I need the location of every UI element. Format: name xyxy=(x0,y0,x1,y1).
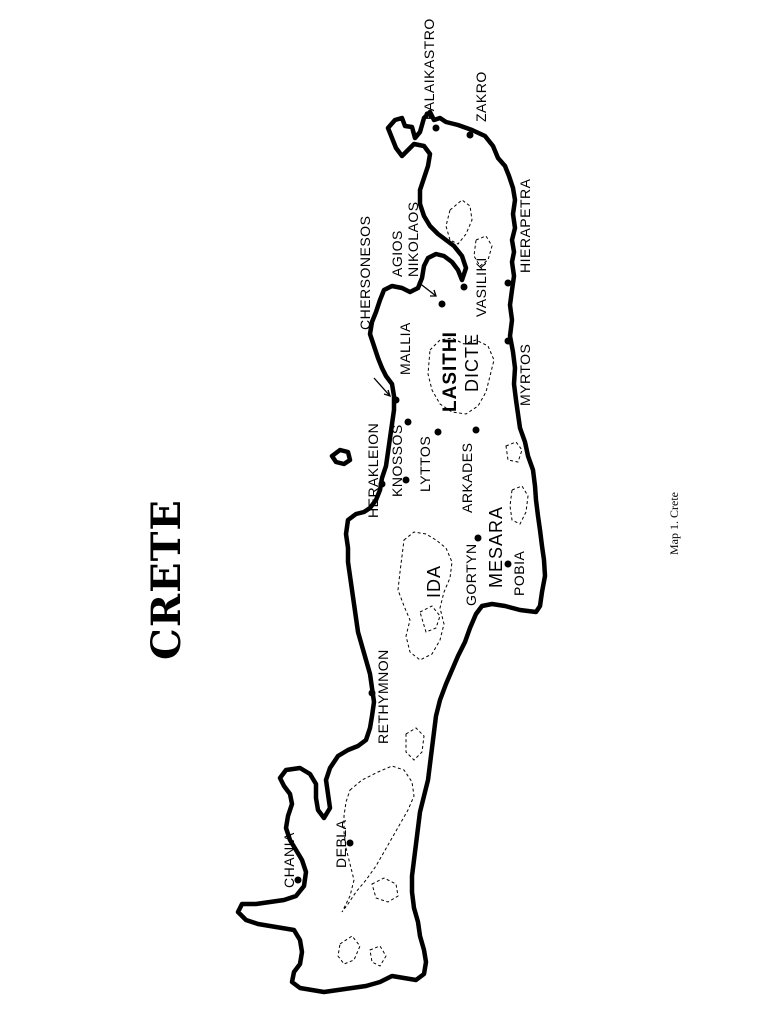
east-hills xyxy=(445,199,473,245)
label-knossos: KNOSSOS xyxy=(389,424,405,497)
knossos-lower-site xyxy=(402,476,410,484)
agios-nikolaos-site xyxy=(438,300,446,308)
dia-island xyxy=(329,447,353,467)
west-hills-3 xyxy=(369,945,387,967)
label-debla: DEBLA xyxy=(333,819,349,868)
label-agios-nikolaos-2: NIKOLAOS xyxy=(405,201,421,277)
label-gortyn: GORTYN xyxy=(463,543,479,606)
myrtos-site xyxy=(504,337,512,345)
hierapetra-site xyxy=(504,279,512,287)
west-hills xyxy=(371,877,399,903)
label-myrtos: MYRTOS xyxy=(517,344,533,406)
label-hierapetra: HIERAPETRA xyxy=(517,178,533,273)
label-palaikastro: PALAIKASTRO xyxy=(421,18,437,120)
label-mallia: MALLIA xyxy=(397,322,413,375)
map-title: CRETE xyxy=(143,499,190,660)
herakleion-site xyxy=(378,480,386,488)
chania-site xyxy=(294,876,302,884)
agios-nikolaos-arrow xyxy=(417,281,437,297)
agios-nikolaos-arrowhead xyxy=(430,289,437,297)
label-zakro: ZAKRO xyxy=(473,71,489,122)
label-vasiliki: VASILIKI xyxy=(473,257,489,317)
label-chania: CHANIA xyxy=(281,832,297,888)
region-lasithi: LASITHI xyxy=(440,331,461,412)
region-dicte: DICTE xyxy=(462,333,482,392)
region-ida: IDA xyxy=(424,565,444,598)
debla-site xyxy=(346,839,354,847)
knossos-site xyxy=(404,418,412,426)
rethymnon-site xyxy=(368,689,376,697)
pobia-site xyxy=(504,560,512,568)
label-rethymnon: RETHYMNON xyxy=(375,649,391,744)
region-mesara: MESARA xyxy=(486,506,506,588)
ida-mountains xyxy=(397,531,453,661)
map-caption: Map 1. Crete xyxy=(667,492,681,555)
chersonesos-arrowhead xyxy=(383,389,392,398)
label-chersonesos: CHERSONESOS xyxy=(357,216,373,330)
label-arkades: ARKADES xyxy=(459,443,475,513)
asterousia-hills xyxy=(505,441,523,463)
mallia-site xyxy=(392,396,400,404)
mesara-hills xyxy=(509,485,529,525)
label-herakleion: HERAKLEION xyxy=(365,423,381,518)
palaikastro-site xyxy=(432,124,440,132)
west-hills-2 xyxy=(337,935,361,965)
lyttos-site xyxy=(434,428,442,436)
white-mountains xyxy=(341,765,415,913)
ida-hills-2 xyxy=(419,605,441,633)
label-agios-nikolaos-1: AGIOS xyxy=(389,230,405,277)
gortyn-site xyxy=(474,534,482,542)
label-lyttos: LYTTOS xyxy=(417,436,433,492)
zakro-site xyxy=(466,131,474,139)
arkades-site xyxy=(472,426,480,434)
central-hills xyxy=(405,727,425,761)
crete-coastline xyxy=(235,109,548,995)
lasithi-mountains xyxy=(427,337,495,415)
vasiliki-site xyxy=(460,283,468,291)
chersonesos-arrow xyxy=(373,377,391,397)
label-pobia: POBIA xyxy=(511,551,527,596)
